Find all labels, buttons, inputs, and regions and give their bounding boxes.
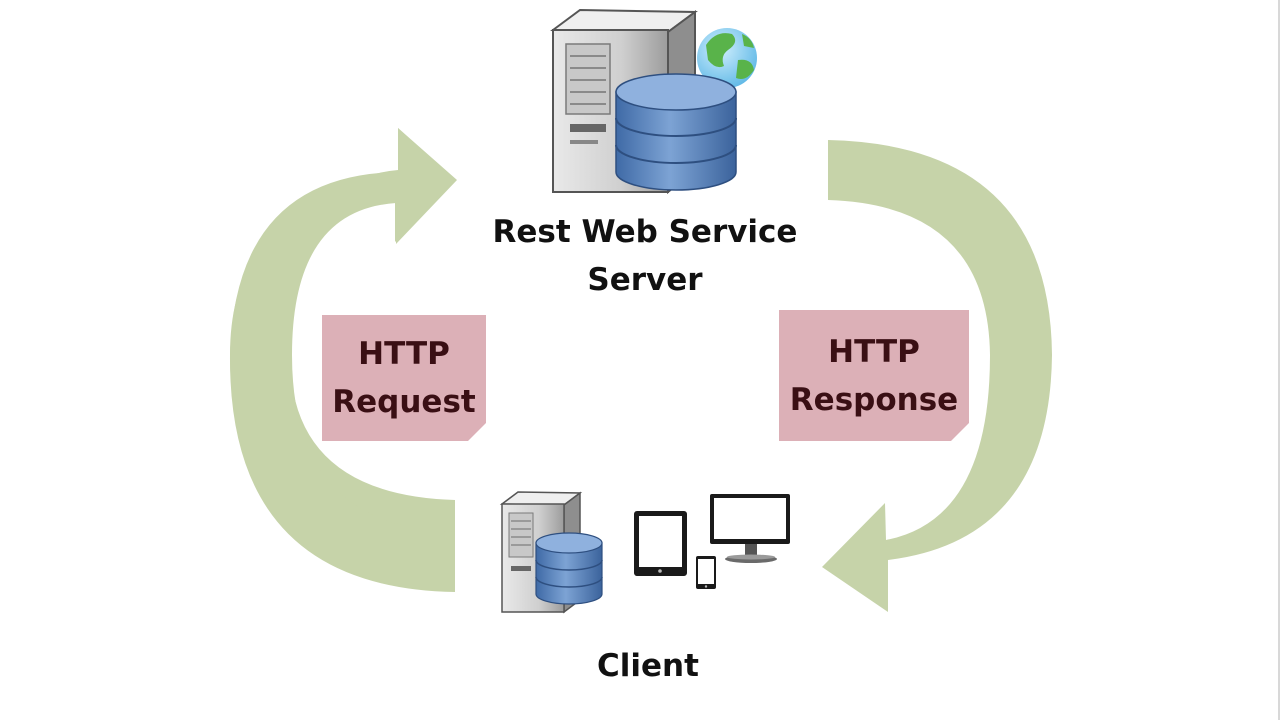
folded-corner <box>468 423 486 441</box>
database-icon <box>615 73 737 191</box>
desktop-monitor-icon <box>710 494 790 563</box>
http-response-line2: Response <box>789 381 959 418</box>
request-arrow <box>229 128 457 592</box>
http-request-label: HTTP Request <box>322 315 486 441</box>
globe-icon <box>697 28 757 88</box>
client-label: Client <box>597 648 699 684</box>
response-arrow <box>822 140 1052 612</box>
phone-icon <box>696 556 716 589</box>
server-label-line1: Rest Web Service <box>492 214 798 250</box>
http-request-line2: Request <box>332 384 476 420</box>
server-label-line2: Server <box>587 262 703 298</box>
folded-corner <box>951 423 969 441</box>
tablet-icon <box>634 511 687 576</box>
http-response-label: HTTP Response <box>779 310 969 441</box>
database-icon <box>535 532 603 605</box>
right-edge-divider <box>1278 0 1280 720</box>
server-label: Rest Web Service Server <box>480 208 810 304</box>
http-request-line1: HTTP <box>358 336 450 372</box>
http-response-line1: HTTP <box>828 333 920 370</box>
